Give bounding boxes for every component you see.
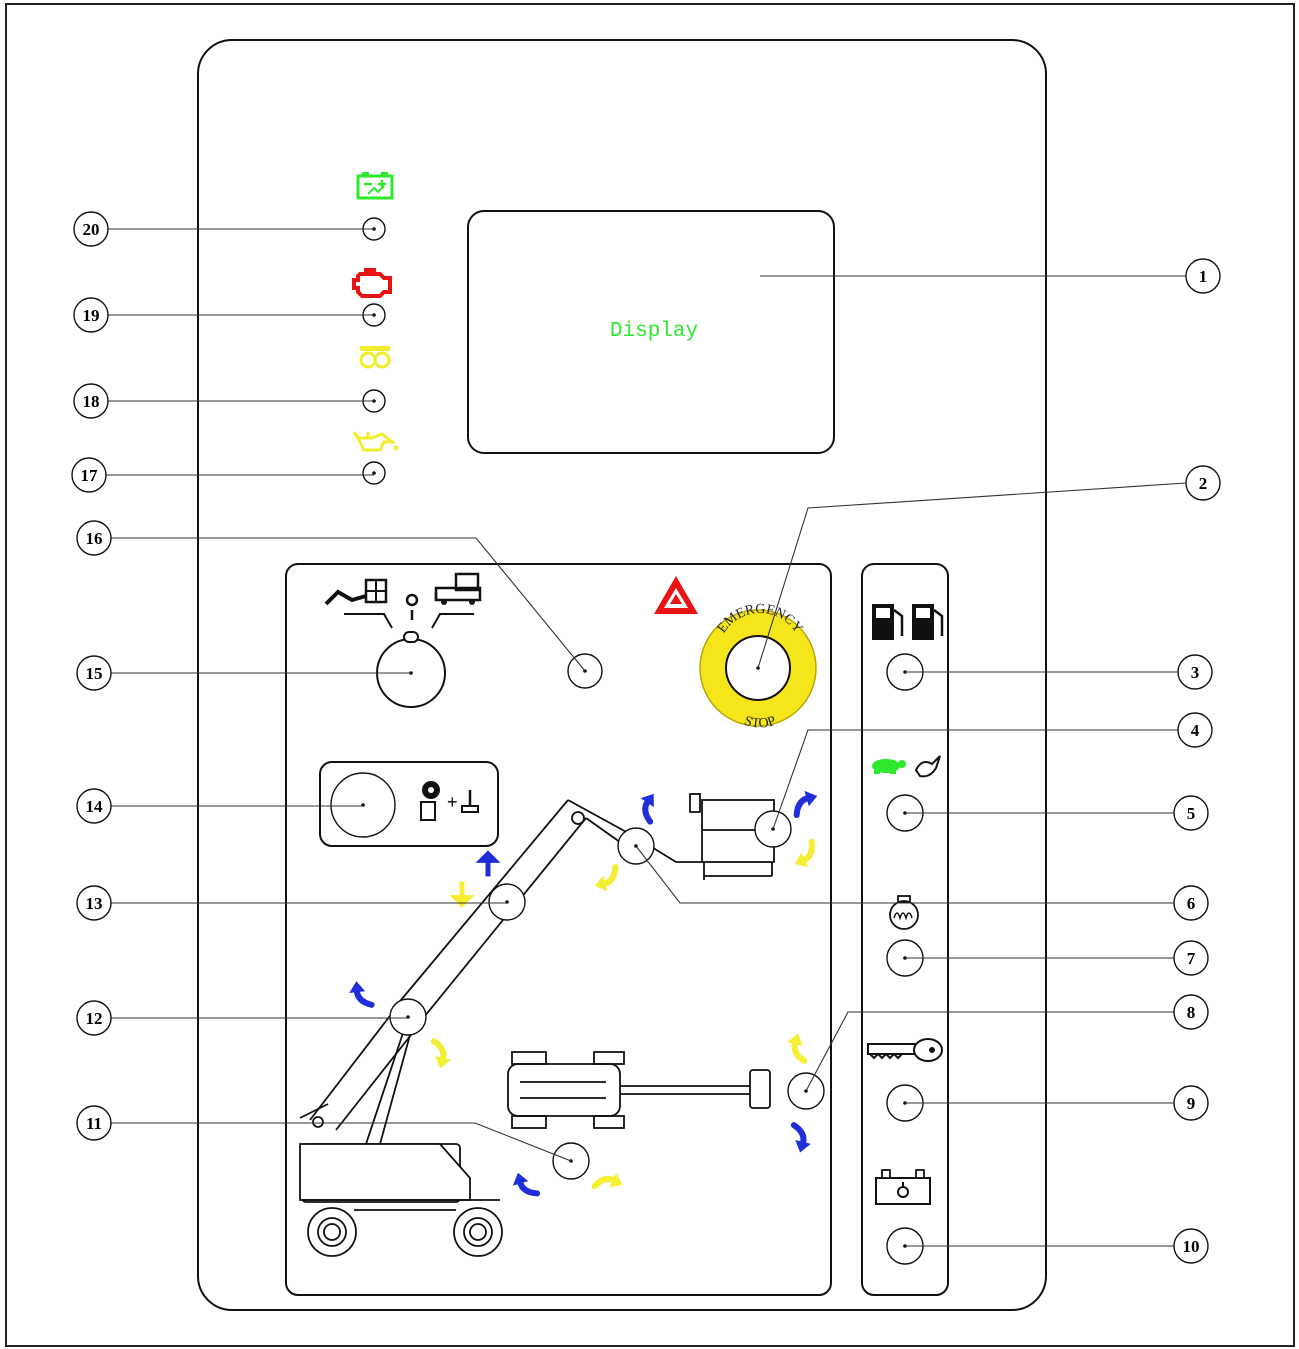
hazard-warning-icon	[654, 576, 698, 614]
glow-plug-icon	[359, 346, 391, 369]
enable-joystick-icon: +	[420, 781, 479, 821]
display-label: Display	[610, 320, 698, 343]
callout-7: 7	[1173, 940, 1209, 976]
callout-20: 20	[73, 211, 109, 247]
glow-plug-icon	[889, 895, 919, 930]
battery-charge-icon	[356, 172, 394, 200]
indicator-lamp-17	[362, 461, 386, 485]
callout-14: 14	[76, 788, 112, 824]
svg-text:6: 6	[1187, 894, 1196, 913]
callout-19: 19	[73, 297, 109, 333]
svg-text:9: 9	[1187, 1094, 1196, 1113]
callout-18: 18	[73, 383, 109, 419]
fuel-select-icon	[872, 604, 944, 640]
svg-text:19: 19	[83, 306, 100, 325]
callout-11: 11	[76, 1105, 112, 1141]
callout-2: 2	[1185, 465, 1221, 501]
svg-text:5: 5	[1187, 804, 1196, 823]
svg-text:4: 4	[1191, 721, 1200, 740]
lower-boom-button[interactable]	[389, 998, 427, 1036]
callout-6: 6	[1173, 885, 1209, 921]
machine-top-view-drawing	[507, 1051, 771, 1129]
svg-text:3: 3	[1191, 663, 1200, 682]
svg-text:7: 7	[1187, 949, 1196, 968]
callout-9: 9	[1173, 1085, 1209, 1121]
callout-15: 15	[76, 655, 112, 691]
svg-text:18: 18	[83, 392, 100, 411]
svg-text:16: 16	[86, 529, 103, 548]
page-frame	[5, 3, 1295, 1347]
callout-16: 16	[76, 520, 112, 556]
callout-10: 10	[1173, 1228, 1209, 1264]
function-enable-button[interactable]	[330, 772, 396, 838]
svg-text:10: 10	[1183, 1237, 1200, 1256]
callout-1: 1	[1185, 258, 1221, 294]
oil-pressure-icon	[352, 431, 399, 452]
upper-boom-button[interactable]	[488, 883, 526, 921]
display-screen	[467, 210, 835, 454]
platform-ground-selector-icon	[324, 572, 482, 629]
boom-lift-drawing	[299, 793, 775, 1257]
callout-leader-lines	[106, 228, 1187, 1247]
turtle-rabbit-speed-icon	[872, 755, 941, 778]
svg-text:12: 12	[86, 1009, 103, 1028]
battery-icon	[875, 1169, 931, 1205]
callout-8: 8	[1173, 994, 1209, 1030]
callout-3: 3	[1177, 654, 1213, 690]
key-icon	[867, 1038, 943, 1062]
callout-numbers: 1 2 3 4 5 6 7 8 9 10 11 12 13 14 15 16 1…	[71, 211, 1221, 1264]
callout-12: 12	[76, 1000, 112, 1036]
callout-17: 17	[71, 457, 107, 493]
callout-5: 5	[1173, 795, 1209, 831]
control-panel-outline	[197, 39, 1047, 1311]
boom-control-panel	[285, 563, 832, 1296]
svg-text:+: +	[447, 792, 458, 812]
svg-text:2: 2	[1199, 474, 1208, 493]
callout-4: 4	[1177, 712, 1213, 748]
callout-13: 13	[76, 885, 112, 921]
emergency-stop-bottom-text: STOP	[742, 714, 778, 732]
svg-text:20: 20	[83, 220, 100, 239]
svg-text:11: 11	[86, 1114, 102, 1133]
svg-text:14: 14	[86, 797, 104, 816]
svg-text:1: 1	[1199, 267, 1208, 286]
platform-ground-key-switch[interactable]	[376, 631, 446, 708]
svg-text:8: 8	[1187, 1003, 1196, 1022]
direction-arrows	[349, 789, 822, 1200]
svg-text:13: 13	[86, 894, 103, 913]
side-switch-panel	[861, 563, 949, 1296]
svg-text:17: 17	[81, 466, 99, 485]
function-enable-box	[319, 761, 499, 847]
engine-check-icon	[352, 268, 392, 298]
svg-text:15: 15	[86, 664, 103, 683]
